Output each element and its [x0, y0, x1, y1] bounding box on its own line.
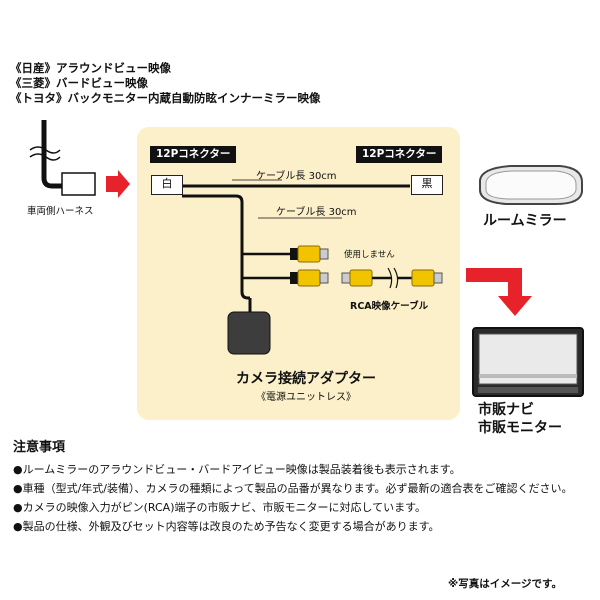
cable-length-top-label: ケーブル長 30cm: [256, 171, 337, 182]
monitor-label: 市販モニター: [478, 420, 562, 436]
connector-right-black: 黒: [411, 175, 443, 195]
adapter-title: カメラ接続アダプター: [236, 371, 376, 387]
room-mirror-label: ルームミラー: [483, 213, 567, 229]
navi-label: 市販ナビ: [478, 402, 534, 418]
rca-extension-cable: [341, 267, 443, 289]
rca-plug-connected: [290, 269, 329, 287]
unused-label: 使用しません: [344, 250, 395, 260]
note-item: ●車種（型式/年式/装備）、カメラの種類によって製品の品番が異なります。必ず最新…: [13, 482, 573, 495]
cable-length-mid-label: ケーブル長 30cm: [276, 207, 357, 218]
red-arrow-right-icon: [106, 170, 130, 198]
notes-title: 注意事項: [13, 440, 66, 455]
header-line-mitsubishi: 《三菱》バードビュー映像: [10, 76, 148, 90]
navi-monitor-icon: [472, 327, 584, 397]
note-item: ●ルームミラーのアラウンドビュー・バードアイビュー映像は製品装着後も表示されます…: [13, 463, 461, 476]
header-line-toyota: 《トヨタ》バックモニター内蔵自動防眩インナーミラー映像: [10, 91, 321, 105]
adapter-cable: [182, 179, 410, 316]
harness-label: 車両側ハーネス: [27, 206, 94, 217]
adapter-box: [227, 311, 271, 355]
connector-right-tag: 12Pコネクター: [356, 146, 443, 163]
red-arrow-down-icon: [466, 268, 532, 316]
connector-left-white: 白: [151, 175, 183, 195]
note-item: ●カメラの映像入力がピン(RCA)端子の市販ナビ、市販モニターに対応しています。: [13, 501, 427, 514]
connector-left-tag: 12Pコネクター: [150, 146, 237, 163]
note-item: ●製品の仕様、外観及びセット内容等は改良のため予告なく変更する場合があります。: [13, 520, 440, 533]
image-disclaimer: ※写真はイメージです。: [448, 578, 562, 590]
header-line-nissan: 《日産》アラウンドビュー映像: [10, 61, 171, 75]
rca-plug-unused: [290, 245, 329, 263]
rca-cable-label: RCA映像ケーブル: [350, 301, 429, 312]
adapter-subtitle: 《電源ユニットレス》: [256, 392, 356, 403]
room-mirror-icon: [479, 165, 583, 205]
vehicle-harness-icon: [29, 120, 96, 196]
